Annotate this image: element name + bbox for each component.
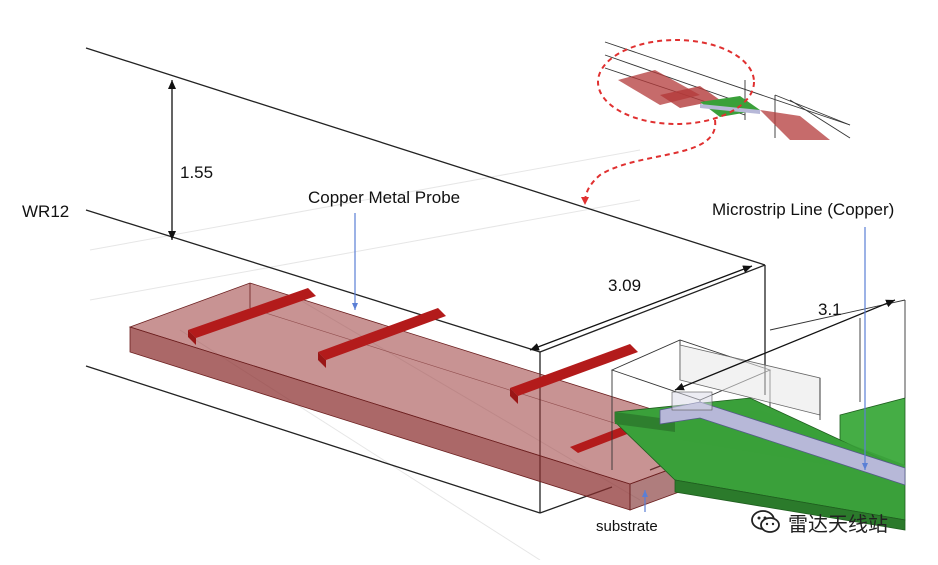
inset-overview: [604, 41, 851, 140]
dimension-width: [529, 265, 753, 351]
leader-lines: [352, 213, 868, 512]
height-dimension-label: 1.55: [180, 163, 214, 182]
microstrip-line: [659, 391, 906, 486]
copper-probe: [128, 282, 752, 511]
watermark-text: 雷达天线站: [788, 512, 888, 536]
callout-ellipse: [597, 39, 755, 125]
microstrip-label: Microstrip Line (Copper): [712, 200, 895, 219]
wr12-label: WR12: [22, 202, 70, 221]
callout-arrow: [581, 119, 717, 206]
microstrip-dimension-label: 3.1: [818, 300, 842, 319]
callout-highlight: [581, 39, 755, 206]
dimension-microstrip: [674, 299, 896, 391]
copper-probe-label: Copper Metal Probe: [308, 188, 461, 207]
substrate-label: substrate: [596, 518, 658, 535]
width-dimension-label: 3.09: [608, 276, 642, 295]
wechat-icon: [750, 506, 782, 538]
